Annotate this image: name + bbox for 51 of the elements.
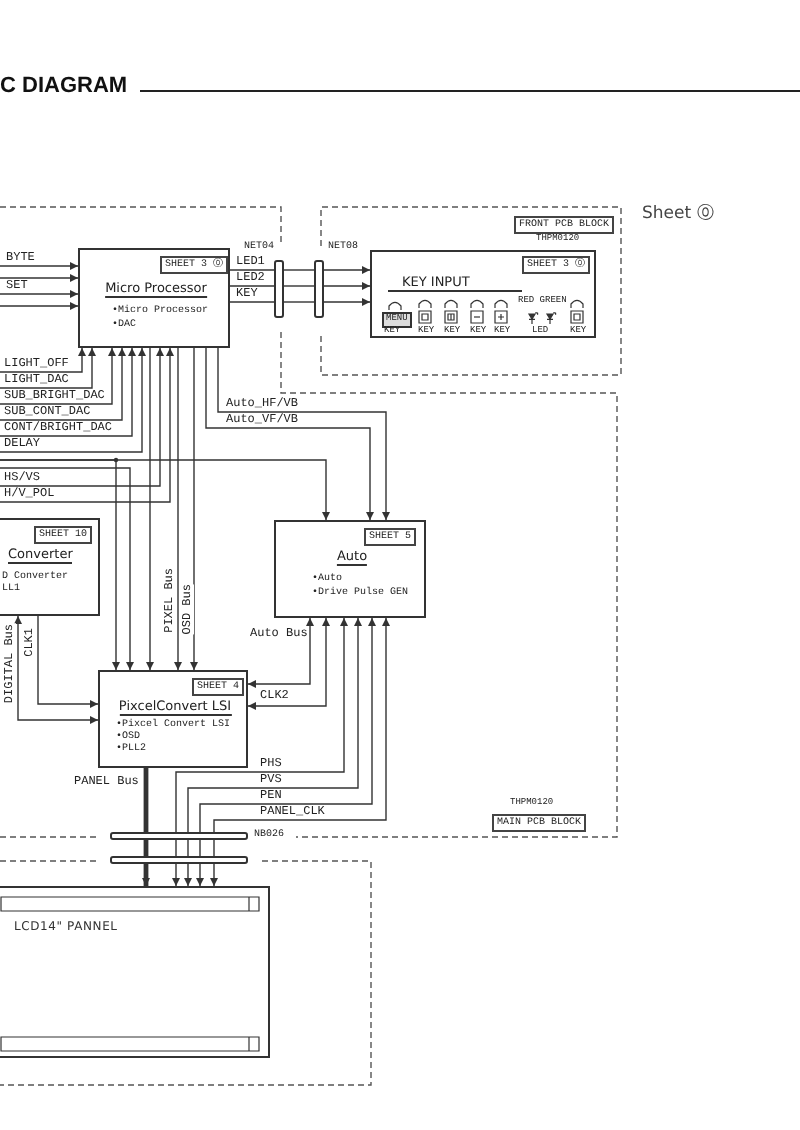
signal-line [283, 301, 315, 303]
signal-arrow [0, 262, 79, 270]
signal-arrow [190, 347, 198, 671]
signal-arrow [0, 302, 79, 310]
function-block [370, 250, 596, 338]
sheet-label: Sheet ⓪ [642, 206, 715, 224]
signal-arrow [247, 617, 314, 688]
function-block [0, 518, 100, 616]
signal-line [187, 839, 189, 857]
signal-arrow [172, 863, 180, 887]
signal-arrow [0, 347, 86, 373]
signal-arrow [0, 347, 136, 437]
signal-arrow [0, 274, 79, 282]
signal-arrow [323, 298, 371, 306]
signal-arrow [0, 347, 174, 503]
diagram-title: C DIAGRAM [0, 76, 128, 98]
signal-arrow [142, 864, 150, 886]
signal-arrow [323, 282, 371, 290]
function-block [78, 248, 230, 348]
signal-line [213, 839, 215, 857]
signal-arrow [210, 863, 218, 887]
function-block [274, 520, 426, 618]
signal-line [229, 301, 275, 303]
signal-arrow [0, 347, 146, 453]
signal-arrow [205, 347, 374, 521]
signal-line [229, 285, 275, 287]
signal-arrow [323, 266, 371, 274]
signal-arrow [0, 347, 126, 421]
signal-line [283, 269, 315, 271]
signal-line [199, 839, 201, 857]
signal-arrow [0, 347, 96, 389]
signal-arrow [0, 347, 116, 405]
lcd-panel [0, 886, 270, 1058]
signal-arrow [184, 863, 192, 887]
signal-line [283, 285, 315, 287]
signal-arrow [174, 347, 182, 671]
signal-arrow [146, 347, 154, 671]
signal-arrow [0, 290, 79, 298]
signal-arrow [0, 347, 164, 487]
connector-bar [110, 856, 248, 864]
connector-bar [110, 832, 248, 840]
signal-arrow [217, 347, 390, 521]
signal-arrow [247, 617, 330, 710]
function-block [98, 670, 248, 768]
signal-line [143, 768, 149, 832]
signal-arrow [37, 615, 99, 708]
signal-arrow [14, 615, 99, 724]
signal-line [175, 839, 177, 857]
dashed-boundary-frame [0, 860, 372, 1086]
signal-line [229, 269, 275, 271]
signal-arrow [196, 863, 204, 887]
